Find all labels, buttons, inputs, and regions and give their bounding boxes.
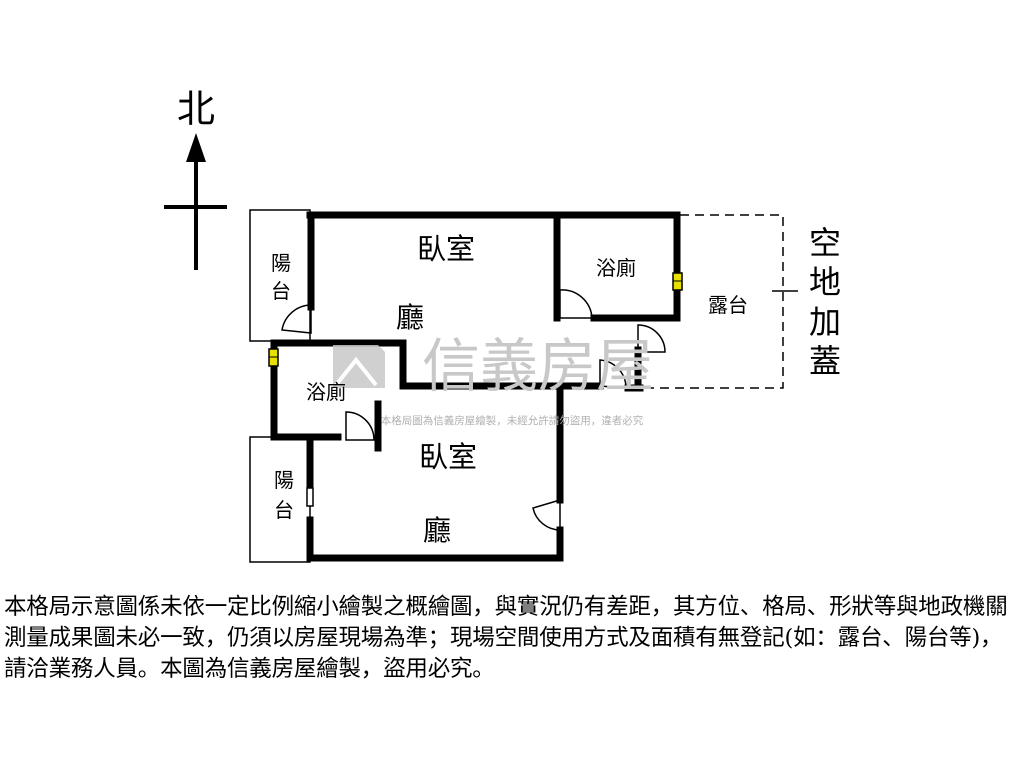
living-lower-label: 廳 bbox=[423, 514, 451, 547]
watermark-notice: 本格局圖為信義房屋繪製，未經允許請勿盜用，違者必究 bbox=[381, 414, 644, 427]
door-bath-upper bbox=[559, 289, 593, 319]
bathroom-lower-label: 浴廁 bbox=[306, 380, 346, 404]
balcony-lower-label-2: 台 bbox=[274, 498, 294, 522]
balcony-upper-label-1: 陽 bbox=[271, 251, 291, 275]
doors bbox=[281, 289, 666, 531]
door-bath-lower bbox=[345, 411, 375, 441]
disclaimer-text: 本格局示意圖係未依一定比例縮小繪製之概繪圖，與實況仍有差距，其方位、格局、形狀等… bbox=[4, 594, 1008, 682]
window-markers bbox=[268, 272, 683, 507]
walls bbox=[270, 211, 681, 562]
bathroom-upper-label: 浴廁 bbox=[596, 256, 636, 280]
terrace-label: 露台 bbox=[708, 293, 748, 317]
bedroom-lower-label: 臥室 bbox=[419, 440, 477, 474]
annex-label-1: 空 bbox=[809, 224, 841, 262]
north-label: 北 bbox=[177, 87, 215, 131]
balcony-lower-label-1: 陽 bbox=[274, 468, 294, 492]
door-bedroom-lower bbox=[532, 498, 561, 531]
north-arrow-icon bbox=[186, 133, 206, 162]
watermark-brand: 信義房屋 bbox=[422, 332, 654, 400]
annex-label-3: 加 bbox=[809, 303, 841, 341]
living-upper-label: 廳 bbox=[396, 301, 424, 334]
balcony-upper-label-2: 台 bbox=[271, 279, 291, 303]
annex-label-4: 蓋 bbox=[809, 342, 841, 380]
door-entry bbox=[599, 359, 627, 389]
annex-dashed-outline bbox=[640, 214, 784, 389]
compass: 北 bbox=[164, 87, 227, 270]
balcony-upper-outline bbox=[249, 209, 311, 342]
door-balcony-upper bbox=[281, 304, 312, 334]
room-labels: 陽 台 臥室 廳 浴廁 露台 浴廁 陽 台 臥室 廳 空 地 加 蓋 bbox=[271, 224, 841, 547]
floor-plan-diagram: 北 bbox=[164, 87, 841, 563]
watermark: 信義房屋 本格局圖為信義房屋繪製，未經允許請勿盜用，違者必究 bbox=[333, 332, 654, 427]
door-terrace bbox=[637, 324, 666, 353]
bedroom-upper-label: 臥室 bbox=[417, 232, 475, 266]
window-balcony-lower bbox=[306, 487, 314, 507]
annex-label-2: 地 bbox=[809, 263, 841, 301]
